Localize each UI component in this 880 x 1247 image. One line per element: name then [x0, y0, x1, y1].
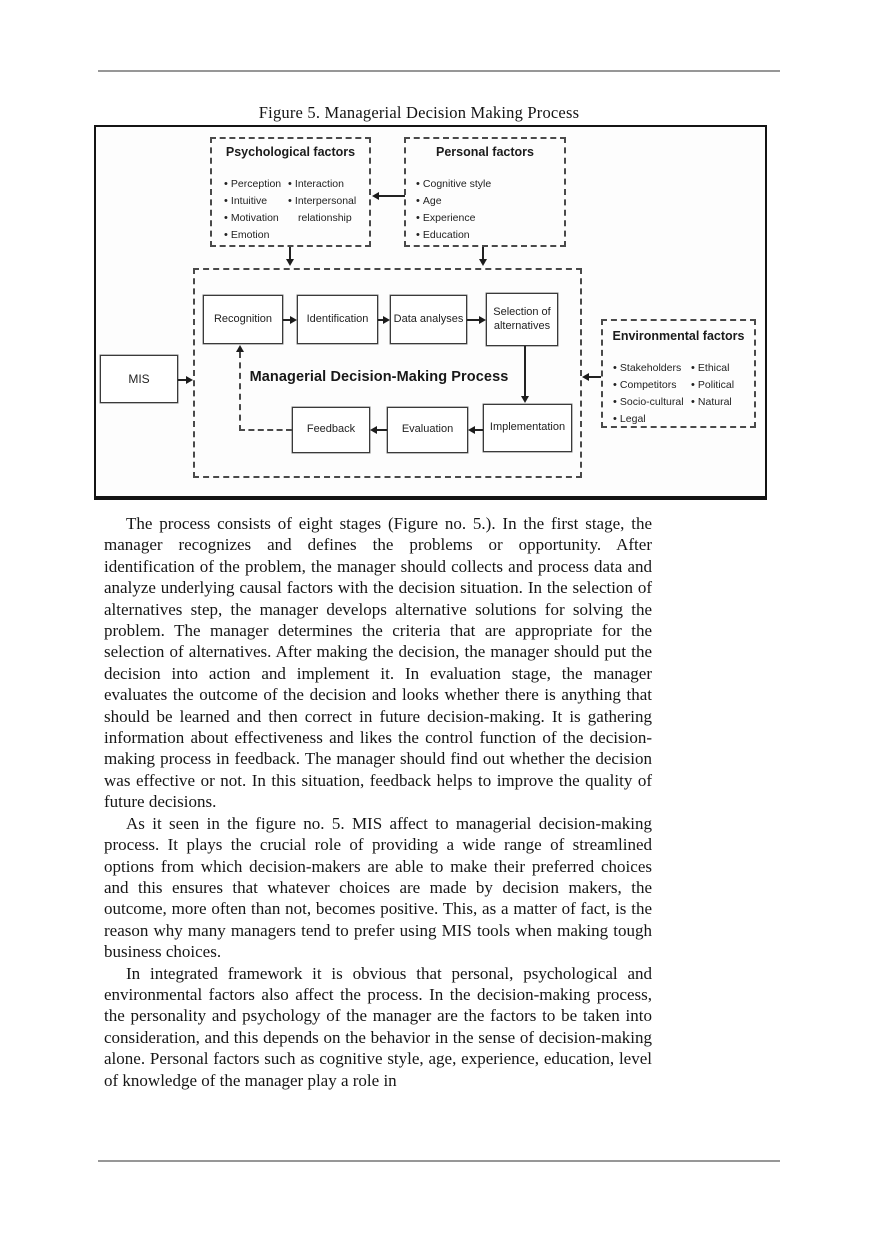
- environmental-factors-col1: Stakeholders Competitors Socio-cultural …: [613, 360, 689, 428]
- process-title: Managerial Decision-Making Process: [249, 369, 509, 385]
- arrowhead-right-icon: [186, 375, 193, 384]
- connector-evaluation-feedback: [377, 429, 387, 431]
- factor-item: Natural: [691, 394, 751, 411]
- arrowhead-left-icon: [370, 425, 377, 434]
- factor-item: Education: [416, 227, 536, 244]
- factor-item: Experience: [416, 210, 536, 227]
- top-rule: [98, 70, 780, 72]
- paragraph-2: As it seen in the figure no. 5. MIS affe…: [104, 813, 652, 962]
- stage-feedback: Feedback: [292, 407, 370, 453]
- environmental-factors-box: Environmental factors Stakeholders Compe…: [601, 319, 756, 428]
- arrowhead-down-icon: [478, 259, 487, 266]
- personal-factors-list: Cognitive style Age Experience Education: [416, 176, 536, 244]
- factor-item: Cognitive style: [416, 176, 536, 193]
- factor-item: Emotion: [224, 227, 286, 244]
- factor-item: Legal: [613, 411, 689, 428]
- connector-personal-to-process: [482, 247, 484, 259]
- arrowhead-down-icon: [285, 259, 294, 266]
- factor-item: Interaction: [288, 176, 364, 193]
- process-box: [193, 268, 582, 478]
- psychological-factors-title: Psychological factors: [225, 145, 356, 159]
- arrowhead-right-icon: [479, 315, 486, 324]
- paragraph-3: In integrated framework it is obvious th…: [104, 963, 652, 1090]
- factor-item: Socio-cultural: [613, 394, 689, 411]
- factor-item: Competitors: [613, 377, 689, 394]
- factor-item: Interpersonal relationship: [288, 193, 364, 227]
- factor-item: Perception: [224, 176, 286, 193]
- stage-selection-of-alternatives: Selection of alternatives: [486, 293, 558, 346]
- paragraph-1: The process consists of eight stages (Fi…: [104, 514, 652, 812]
- factor-item: Motivation: [224, 210, 286, 227]
- factor-item: Intuitive: [224, 193, 286, 210]
- figure-caption: Figure 5. Managerial Decision Making Pro…: [258, 103, 580, 122]
- factor-item: Age: [416, 193, 536, 210]
- connector-recognition-identification: [283, 319, 291, 321]
- connector-selection-implementation: [524, 346, 526, 397]
- stage-recognition: Recognition: [203, 295, 283, 344]
- connector-data-selection: [467, 319, 480, 321]
- factor-item: Ethical: [691, 360, 751, 377]
- arrowhead-left-icon: [372, 191, 379, 200]
- psychological-factors-col1: Perception Intuitive Motivation Emotion: [224, 176, 286, 244]
- personal-factors-title: Personal factors: [436, 145, 534, 159]
- mis-box: MIS: [100, 355, 178, 403]
- figure-5-diagram: Psychological factors Perception Intuiti…: [94, 125, 767, 500]
- arrowhead-right-icon: [290, 315, 297, 324]
- stage-identification: Identification: [297, 295, 378, 344]
- arrowhead-up-icon: [235, 345, 244, 352]
- arrowhead-left-icon: [582, 372, 589, 381]
- arrowhead-down-icon: [520, 396, 529, 403]
- connector-identification-data: [378, 319, 384, 321]
- stage-data-analyses: Data analyses: [390, 295, 467, 344]
- personal-factors-box: Personal factors Cognitive style Age Exp…: [404, 137, 566, 247]
- arrowhead-right-icon: [383, 315, 390, 324]
- factor-item: Stakeholders: [613, 360, 689, 377]
- connector-psychological-to-process: [289, 247, 291, 259]
- connector-personal-to-psychological: [379, 195, 405, 197]
- arrowhead-left-icon: [468, 425, 475, 434]
- connector-feedback-return-vertical: [239, 352, 241, 431]
- body-text: The process consists of eight stages (Fi…: [104, 513, 652, 1091]
- stage-evaluation: Evaluation: [387, 407, 468, 453]
- connector-environmental-process: [589, 376, 601, 378]
- connector-feedback-return-horizontal: [239, 429, 292, 431]
- environmental-factors-col2: Ethical Political Natural: [691, 360, 751, 411]
- connector-implementation-evaluation: [475, 429, 483, 431]
- bottom-rule: [98, 1160, 780, 1162]
- psychological-factors-box: Psychological factors Perception Intuiti…: [210, 137, 371, 247]
- stage-implementation: Implementation: [483, 404, 572, 452]
- environmental-factors-title: Environmental factors: [612, 329, 745, 343]
- connector-mis-process: [178, 379, 187, 381]
- psychological-factors-col2: Interaction Interpersonal relationship: [288, 176, 364, 227]
- factor-item: Political: [691, 377, 751, 394]
